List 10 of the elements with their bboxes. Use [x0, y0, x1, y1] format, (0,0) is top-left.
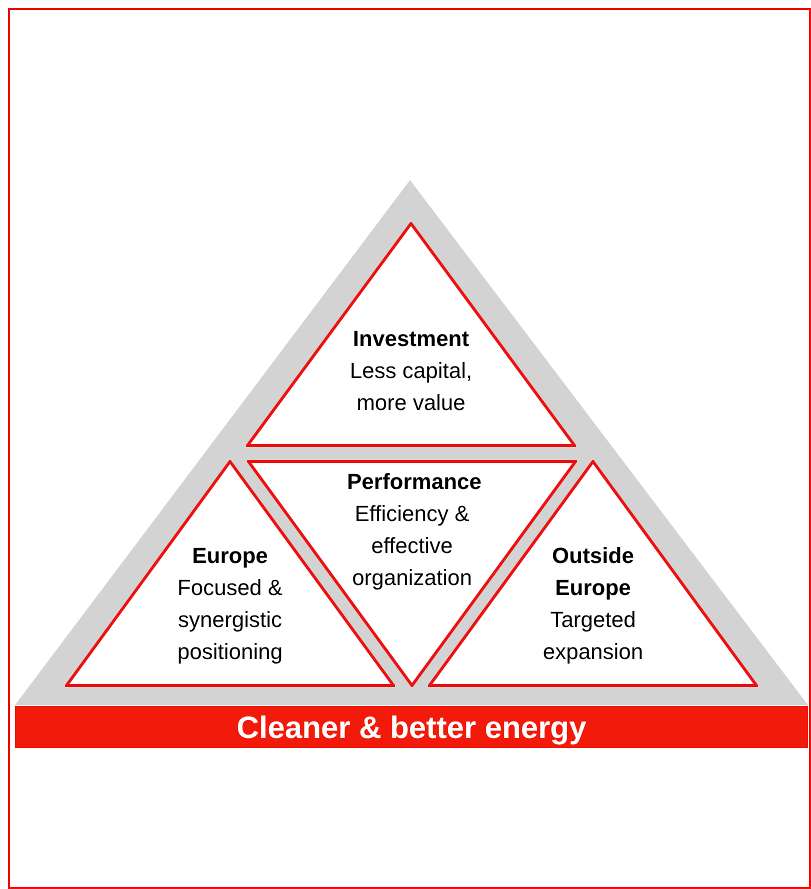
- segment-description: Less capital, more value: [348, 357, 474, 417]
- segment-description: Focused & synergistic positioning: [176, 574, 284, 666]
- segment-heading: Outside Europe: [551, 542, 635, 602]
- triangle-segment: [246, 222, 576, 447]
- banner-text: Cleaner & better energy: [236, 712, 586, 742]
- segment-heading: Investment: [352, 325, 470, 353]
- segment-description: Targeted expansion: [542, 606, 644, 666]
- segment-heading: Europe: [192, 542, 268, 570]
- segment-description: Efficiency & effective organization: [351, 500, 473, 592]
- banner-bar: [15, 706, 808, 748]
